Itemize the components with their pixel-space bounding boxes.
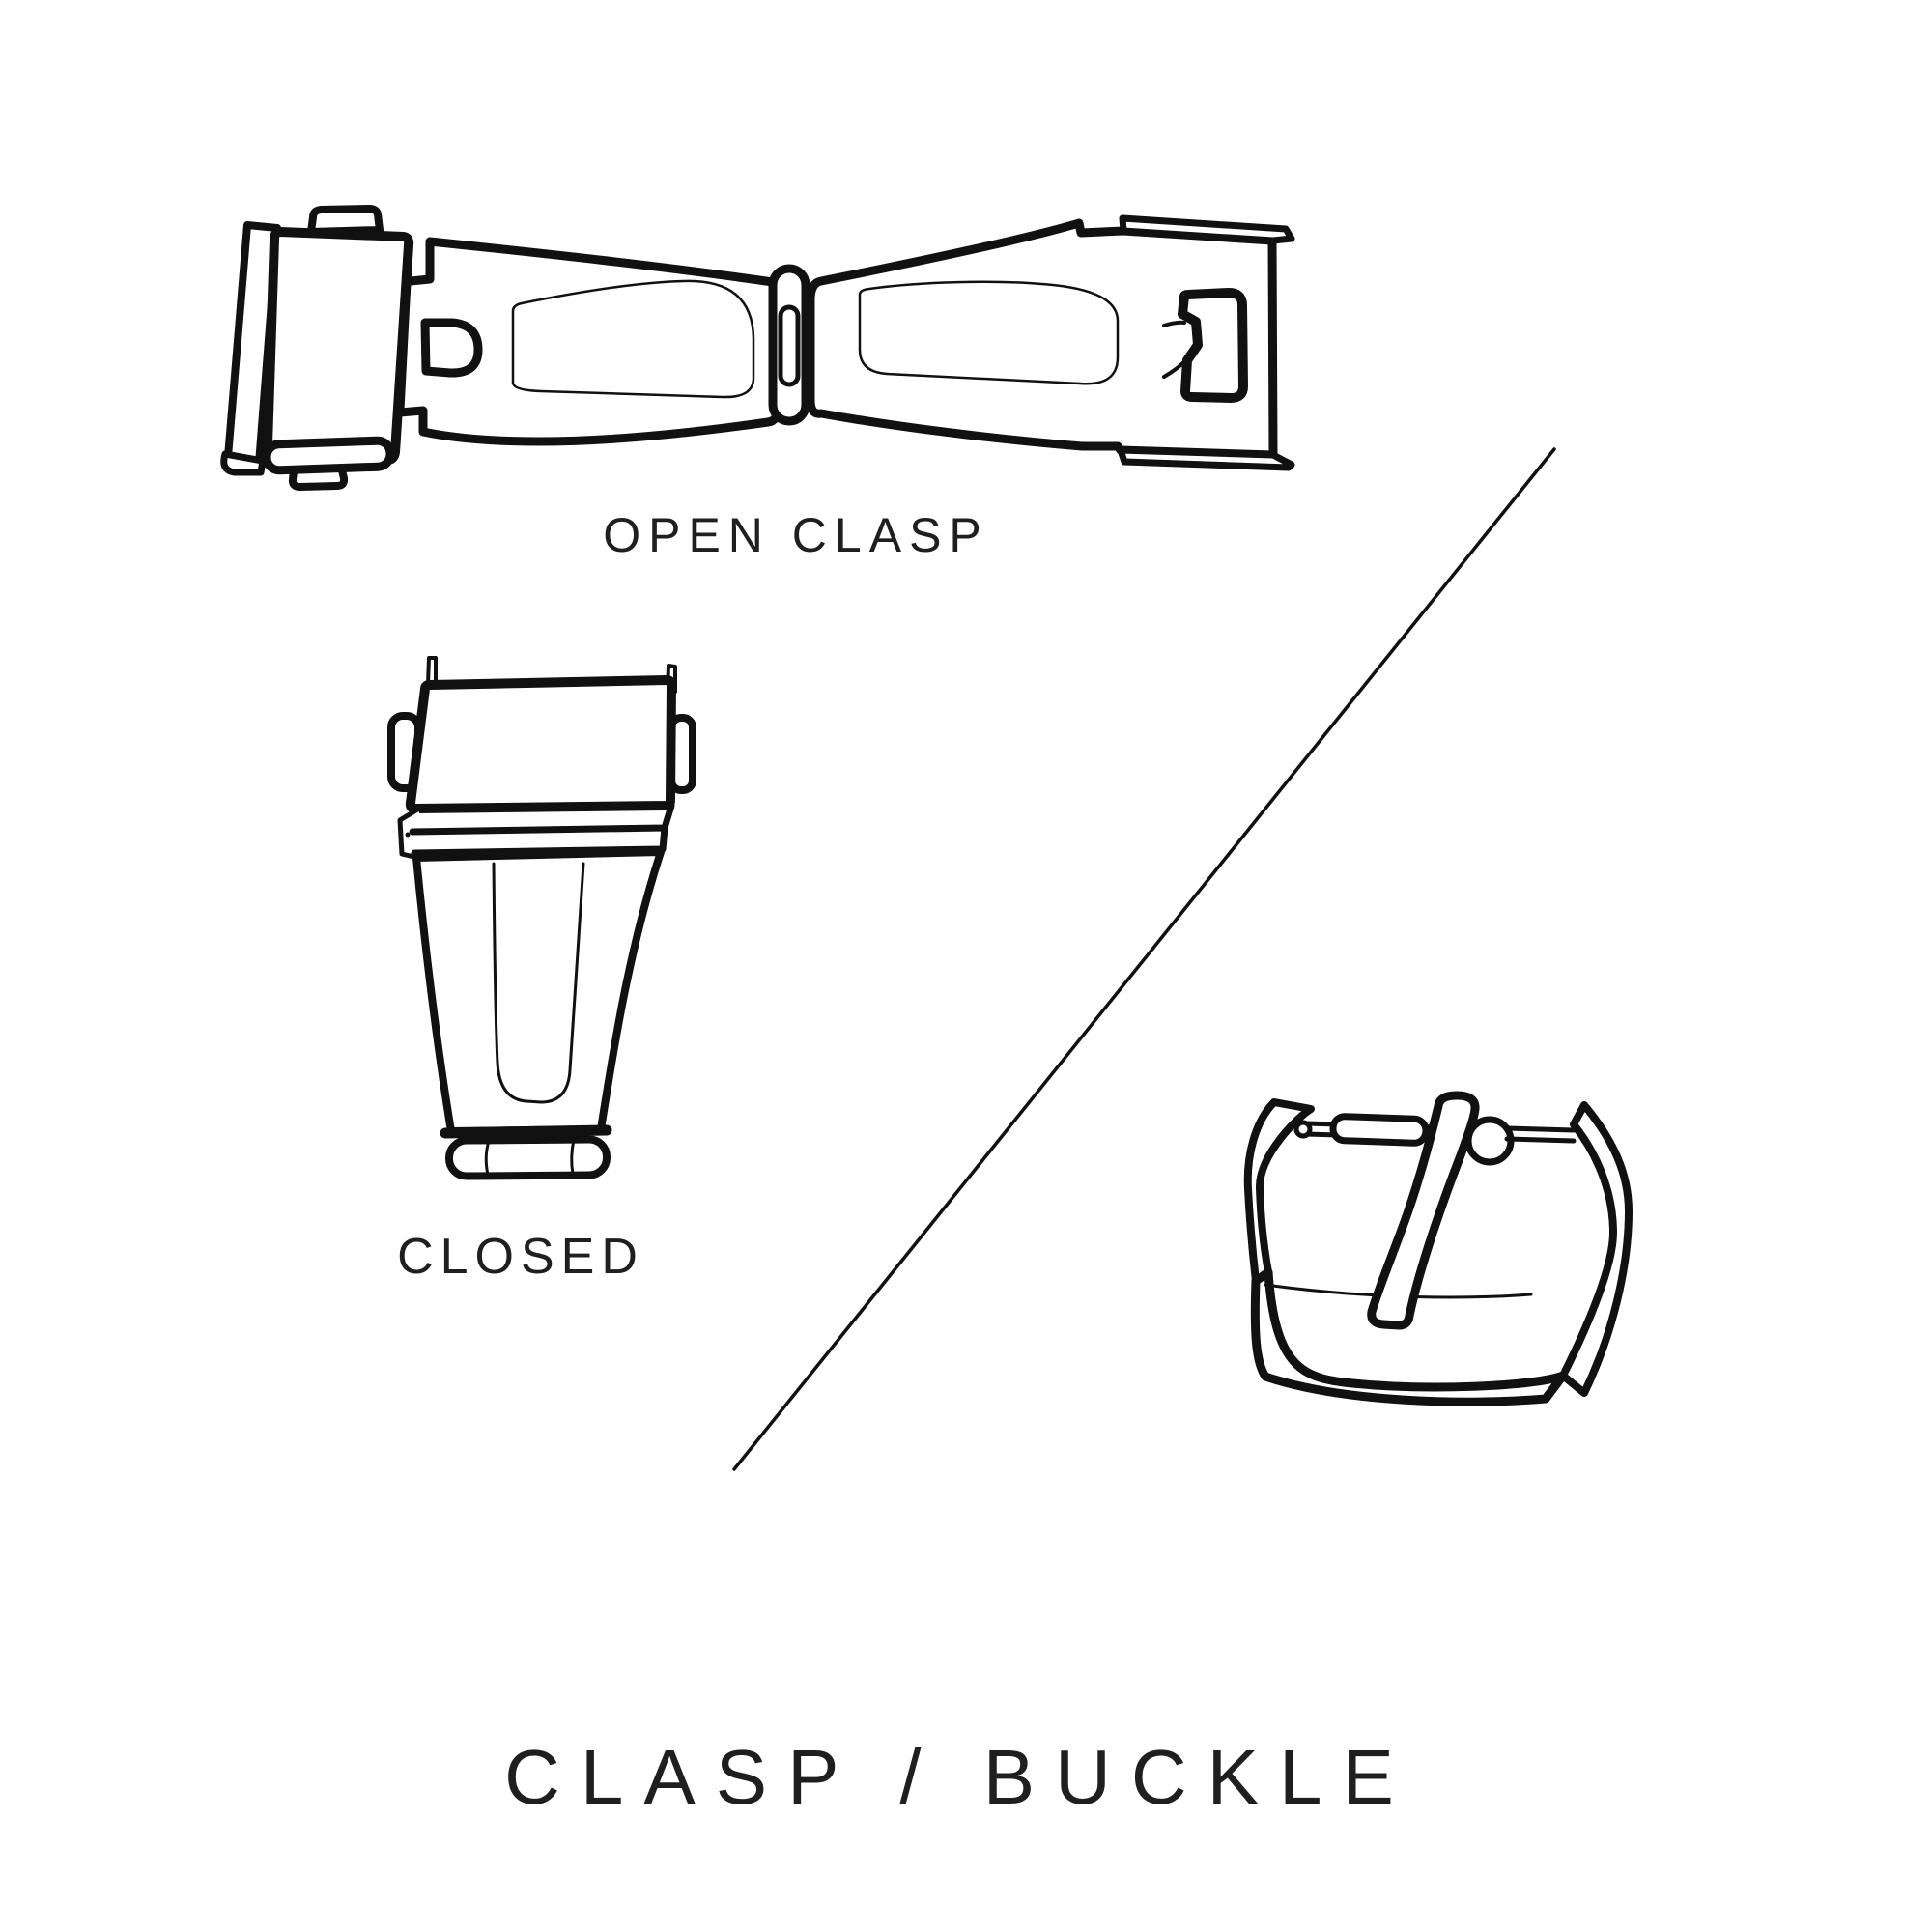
- open-clasp-icon: [220, 205, 1295, 491]
- page-title: CLASP / BUCKLE: [504, 1734, 1414, 1820]
- closed-clasp-label: CLOSED: [397, 1229, 644, 1285]
- open-clasp-label: OPEN CLASP: [603, 508, 989, 562]
- diagonal-divider-line: [732, 447, 1556, 1471]
- tang-buckle-icon: [1243, 1091, 1633, 1406]
- closed-clasp-icon: [387, 656, 696, 1180]
